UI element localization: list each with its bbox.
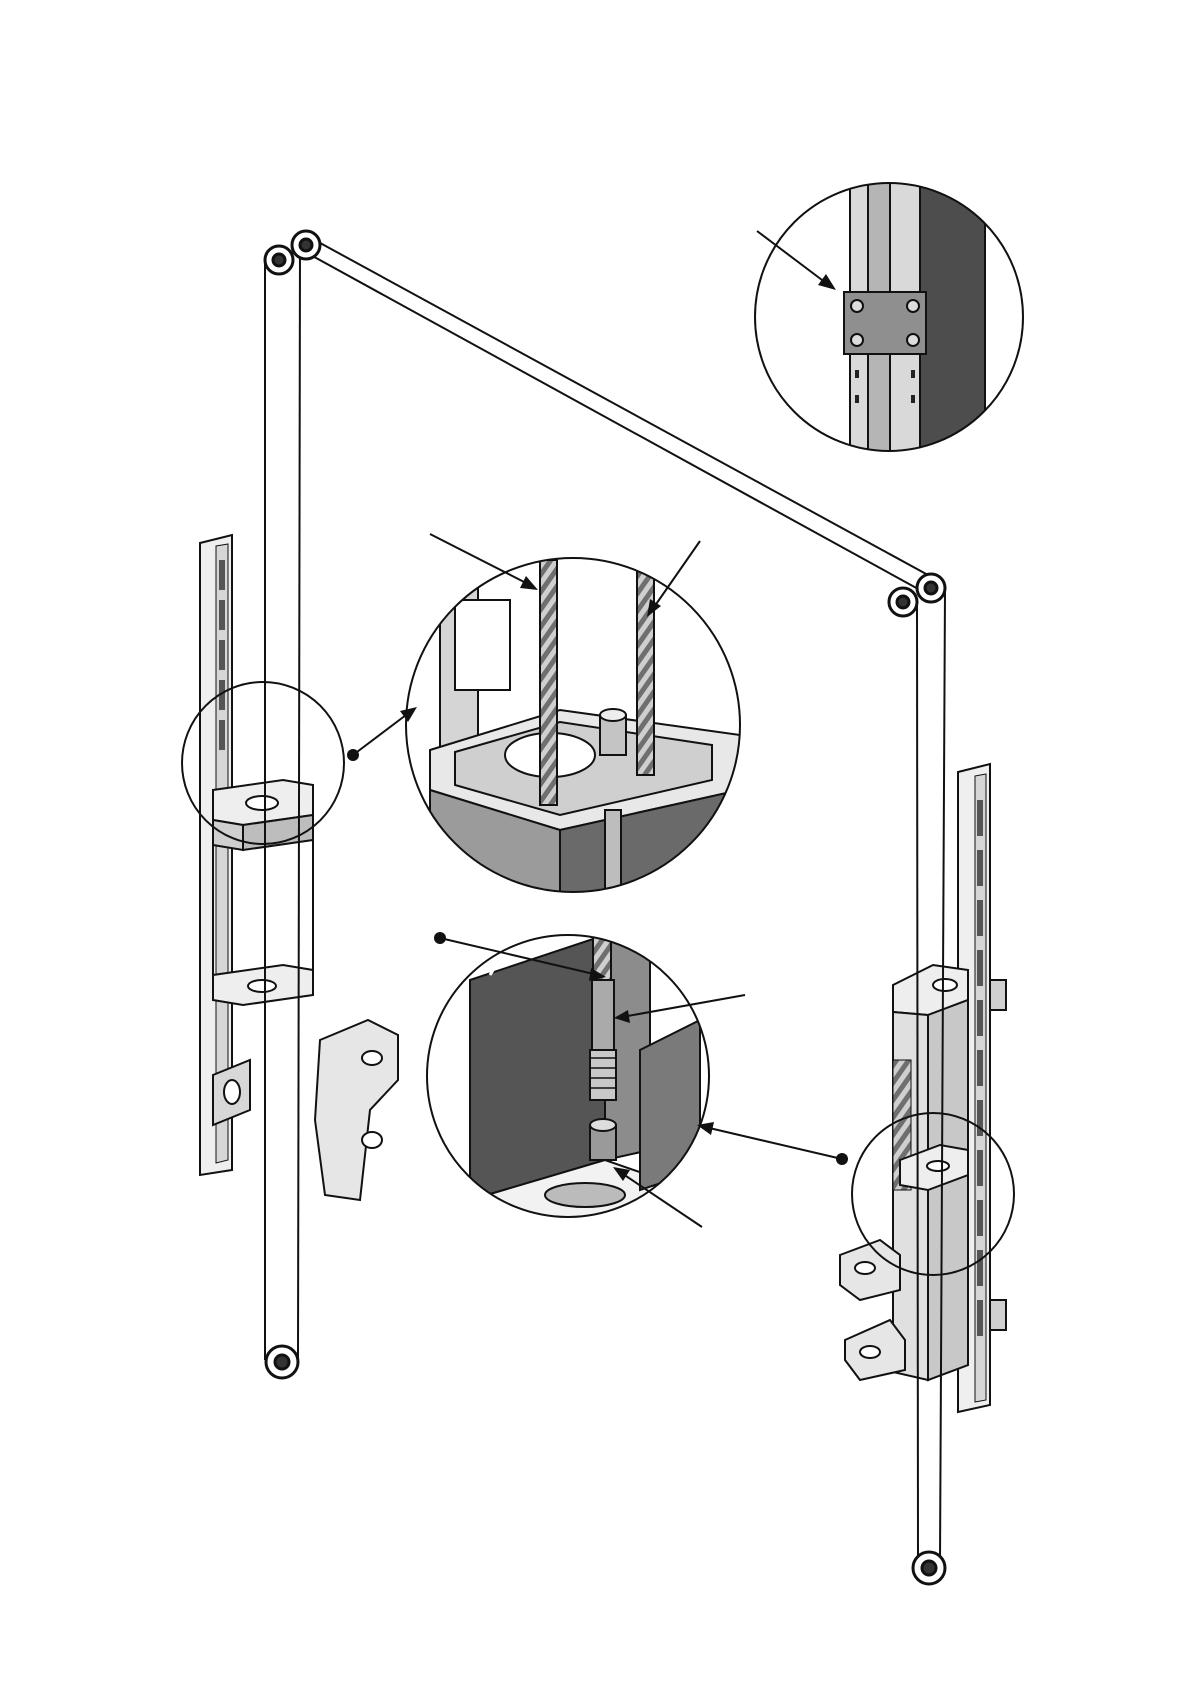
- detail-cable-end-fitting: [427, 925, 848, 1230]
- detail-post-joint: [755, 170, 1023, 470]
- detail-cable-block: [347, 534, 740, 920]
- left-bracket-plate: [315, 1020, 398, 1200]
- right-carriage: [840, 965, 968, 1380]
